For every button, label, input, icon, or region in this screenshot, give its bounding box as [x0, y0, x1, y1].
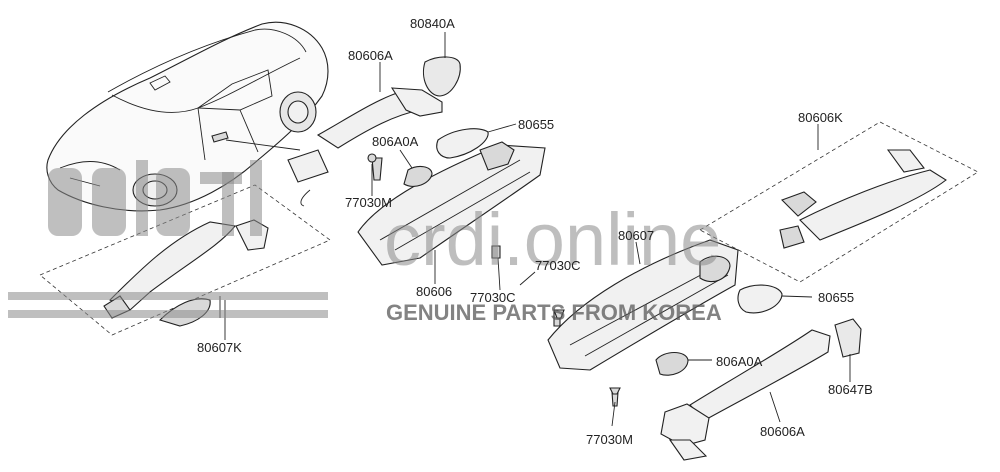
label-80606A-bottom: 80606A — [760, 424, 805, 439]
outside-handle-top — [287, 56, 461, 207]
label-80606A-top: 80606A — [348, 48, 393, 63]
part-labels: 80840A 80606A 80655 806A0A 77030M 80606 … — [197, 16, 873, 447]
fasteners — [367, 153, 621, 395]
label-80655-top: 80655 — [518, 117, 554, 132]
watermark: crdi.online GENUINE PARTS FROM KOREA — [8, 160, 722, 325]
handle-frame-top — [357, 128, 546, 266]
label-80655-bottom: 80655 — [818, 290, 854, 305]
label-80647B: 80647B — [828, 382, 873, 397]
label-80840A: 80840A — [410, 16, 455, 31]
outside-handle-bottom — [611, 318, 862, 461]
label-806A0A-top: 806A0A — [372, 134, 419, 149]
leader-lines — [224, 32, 851, 427]
watermark-logo — [8, 160, 328, 318]
watermark-tagline: GENUINE PARTS FROM KOREA — [386, 300, 722, 325]
label-77030C-b: 77030C — [470, 290, 516, 305]
label-80607: 80607 — [618, 228, 654, 243]
watermark-site: crdi.online — [384, 198, 721, 281]
label-806A0A-bottom: 806A0A — [716, 354, 763, 369]
label-80606K: 80606K — [798, 110, 843, 125]
label-77030C-a: 77030C — [535, 258, 581, 273]
label-77030M-bottom: 77030M — [586, 432, 633, 447]
handle-frame-bottom — [547, 239, 783, 376]
front-handle-assembly-group — [699, 121, 979, 283]
label-77030M-top: 77030M — [345, 195, 392, 210]
label-80607K: 80607K — [197, 340, 242, 355]
label-80606: 80606 — [416, 284, 452, 299]
